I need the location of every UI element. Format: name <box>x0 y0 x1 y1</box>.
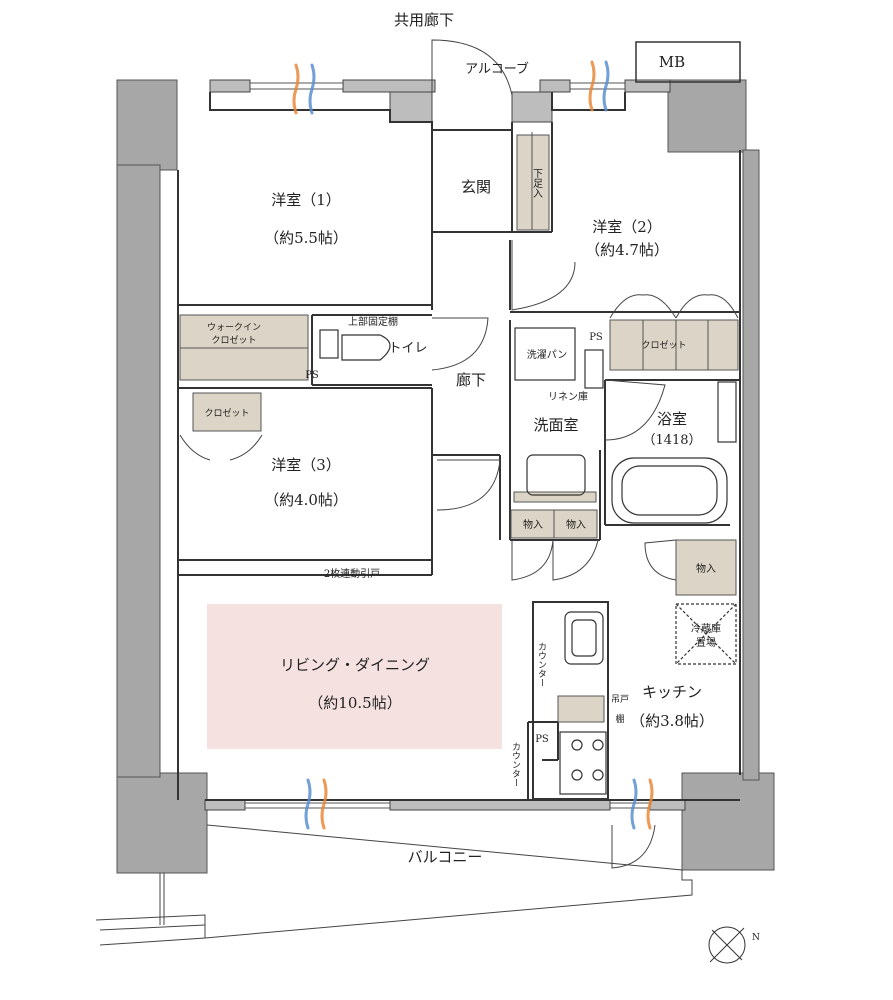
counter-label-1: カウンター <box>536 642 547 687</box>
living-highlight <box>207 604 502 749</box>
alcove-label: アルコーブ <box>465 61 529 77</box>
walk-in-closet-label-2: クロゼット <box>211 334 256 346</box>
labels: 共用廊下 アルコーブ MB 洋室（1） （約5.5帖） 玄関 下足入 洋室（2）… <box>204 11 760 943</box>
ps-label-2: PS <box>589 332 603 343</box>
storage-kitchen <box>675 539 737 596</box>
wall-alcove-l <box>389 91 433 123</box>
compass-north: N <box>752 933 760 943</box>
storage-washroom-label-2: 物入 <box>566 518 586 531</box>
hanging-shelf <box>557 695 605 723</box>
toilet-fixture <box>319 329 391 361</box>
shoe-storage-label: 下足入 <box>531 168 543 198</box>
upper-shelf-label: 上部固定棚 <box>348 315 398 328</box>
fridge-label-1: 冷蔵庫 <box>691 622 721 635</box>
column-top-right <box>667 79 747 153</box>
hallway-label: 廊下 <box>456 371 486 389</box>
entrance-label: 玄関 <box>461 178 491 196</box>
linen-label: リネン庫 <box>548 390 588 403</box>
interior-walls <box>177 92 741 801</box>
wall-top-right2 <box>624 79 671 93</box>
sliding-door-label: 2枚連動引戸 <box>324 567 380 580</box>
room3-size: （約4.0帖） <box>264 491 348 509</box>
storage-washroom-label-1: 物入 <box>523 518 543 531</box>
closet-room2 <box>609 319 739 371</box>
closet-room2-label: クロゼット <box>641 339 686 351</box>
walk-in-closet-label-1: ウォークイン <box>207 322 261 333</box>
hanging-label-1: 吊戸 <box>611 694 629 705</box>
bathroom-label: 浴室 <box>657 410 687 428</box>
closet-room3-label: クロゼット <box>204 407 249 419</box>
kitchen-fixtures <box>559 603 737 795</box>
closet-room3 <box>192 392 262 432</box>
wall-alcove-r <box>511 91 553 123</box>
living-size: （約10.5帖） <box>308 694 401 712</box>
wall-bottom-left <box>204 799 246 811</box>
column-bottom-right <box>681 772 775 871</box>
room2-name: 洋室（2） <box>592 218 662 236</box>
washroom-strip <box>513 491 597 503</box>
fridge-label-2: 置場 <box>696 636 716 649</box>
column-top-left <box>116 79 178 171</box>
kitchen-name: キッチン <box>642 683 702 701</box>
wall-left-outer <box>116 164 161 778</box>
compass-icon <box>708 926 746 964</box>
closet-dividers <box>180 132 709 538</box>
structural-columns <box>116 79 775 874</box>
room3-name: 洋室（3） <box>271 456 341 474</box>
doors <box>179 39 739 869</box>
bathroom-size-label: （1418） <box>642 433 701 448</box>
wall-right-outer <box>742 149 760 781</box>
column-bottom-left <box>116 772 208 874</box>
room2-size: （約4.7帖） <box>585 241 669 259</box>
corridor-label: 共用廊下 <box>394 11 454 29</box>
wall-top-right <box>539 79 571 93</box>
wall-top-mid <box>342 79 436 93</box>
room1-name: 洋室（1） <box>271 191 341 209</box>
washroom-label: 洗面室 <box>533 416 578 434</box>
ps-label-1: PS <box>305 370 319 381</box>
wall-top-left <box>209 79 251 93</box>
ventilation-markers <box>292 60 654 830</box>
wall-bottom-mid <box>389 799 611 811</box>
washroom-fixtures <box>514 327 737 524</box>
counter-label-2: カウンター <box>510 742 521 787</box>
room1-size: （約5.5帖） <box>264 229 348 247</box>
storage-kitchen-label: 物入 <box>696 562 716 575</box>
mb-box <box>635 41 741 83</box>
ps-label-3: PS <box>535 734 549 745</box>
shoe-storage <box>516 134 550 231</box>
mb-label: MB <box>659 53 685 71</box>
hanging-label-2: 棚 <box>615 713 624 725</box>
balcony-outline <box>95 824 693 946</box>
balcony-label: バルコニー <box>408 848 483 866</box>
wall-bottom-right <box>649 799 686 811</box>
exterior-walls <box>204 79 686 811</box>
living-name: リビング・ダイニング <box>280 656 430 674</box>
kitchen-size: （約3.8帖） <box>630 712 714 730</box>
toilet-label: トイレ <box>388 341 427 356</box>
washer-pan-label: 洗濯パン <box>527 349 568 361</box>
